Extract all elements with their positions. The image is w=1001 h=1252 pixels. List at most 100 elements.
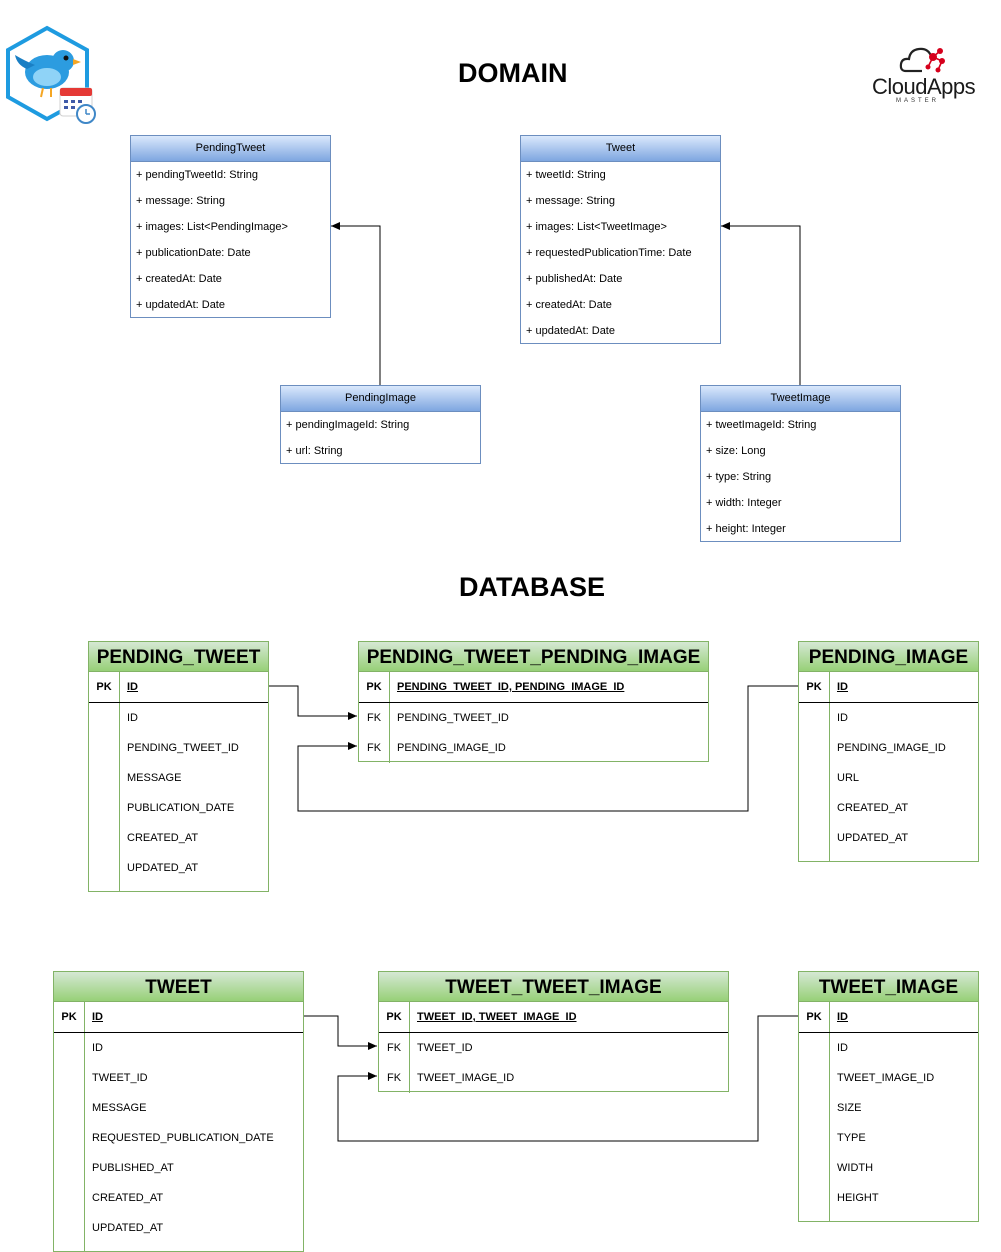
er-table-name: PENDING_TWEET_PENDING_IMAGE	[359, 642, 708, 672]
er-key-label	[799, 703, 830, 733]
pending-image-id-fk-link	[297, 685, 798, 812]
pendingimage-to-pendingtweet-link	[331, 222, 381, 385]
er-column-name: URL	[837, 772, 860, 784]
er-key-column	[54, 1243, 85, 1251]
app-logo	[6, 25, 96, 124]
er-key-label	[799, 1063, 830, 1093]
er-key-label: FK	[359, 733, 390, 763]
cloud-network-icon	[899, 47, 945, 73]
uml-attribute: + width: Integer	[706, 497, 782, 509]
er-row: ID	[54, 1033, 303, 1063]
uml-class-tweet: Tweet + tweetId: String + message: Strin…	[520, 135, 721, 344]
uml-attribute: + type: String	[706, 471, 772, 483]
er-column-name: ID	[127, 681, 138, 693]
er-row: REQUESTED_PUBLICATION_DATE	[54, 1123, 303, 1153]
er-column-name: CREATED_AT	[92, 1192, 164, 1204]
er-key-label	[89, 733, 120, 763]
er-pk-row: PK ID	[89, 672, 268, 703]
uml-attribute: + requestedPublicationTime: Date	[526, 247, 692, 259]
uml-attribute: + size: Long	[706, 445, 766, 457]
er-column-name: ID	[92, 1011, 103, 1023]
er-pk-row: PK ID	[799, 1002, 978, 1033]
er-key-label	[799, 733, 830, 763]
er-column-name: ID	[837, 681, 848, 693]
er-column-name: WIDTH	[837, 1162, 874, 1174]
er-row: MESSAGE	[54, 1093, 303, 1123]
er-column-name: MESSAGE	[127, 772, 182, 784]
er-row: PUBLICATION_DATE	[89, 793, 268, 823]
er-key-label	[799, 1093, 830, 1123]
er-row: PENDING_IMAGE_ID	[799, 733, 978, 763]
er-column-name: PENDING_TWEET_ID	[127, 742, 239, 754]
er-key-label: FK	[379, 1033, 410, 1063]
er-key-label: PK	[54, 1002, 85, 1032]
database-title: DATABASE	[459, 572, 605, 602]
er-column-name: ID	[837, 1042, 848, 1054]
er-column-name: PENDING_IMAGE_ID	[397, 742, 506, 754]
er-row: HEIGHT	[799, 1183, 978, 1213]
er-column-name: ID	[92, 1042, 103, 1054]
brand-tagline: MASTER	[896, 98, 940, 104]
er-key-label	[799, 1033, 830, 1063]
er-key-label	[54, 1183, 85, 1213]
pending-tweet-id-fk-link	[268, 685, 357, 720]
er-column-name: TWEET_ID	[417, 1042, 473, 1054]
er-column-name: CREATED_AT	[127, 832, 199, 844]
uml-class-pendingtweet: PendingTweet + pendingTweetId: String + …	[130, 135, 331, 318]
brand-name: CloudApps	[872, 74, 976, 99]
uml-attribute: + publishedAt: Date	[526, 273, 623, 285]
er-table-name: TWEET_IMAGE	[799, 972, 978, 1002]
uml-attribute: + images: List<TweetImage>	[526, 221, 667, 233]
er-row: UPDATED_AT	[799, 823, 978, 853]
uml-attribute: + tweetId: String	[526, 169, 606, 181]
er-key-label	[54, 1153, 85, 1183]
er-key-label	[799, 1153, 830, 1183]
er-key-label: PK	[799, 1002, 830, 1032]
uml-attribute: + url: String	[286, 445, 343, 457]
er-row: TWEET_ID	[54, 1063, 303, 1093]
er-key-column	[799, 853, 830, 861]
er-table-pending-tweet-pending-image: PENDING_TWEET_PENDING_IMAGE PK PENDING_T…	[358, 641, 709, 763]
er-table-name: TWEET_TWEET_IMAGE	[379, 972, 728, 1002]
er-row: PUBLISHED_AT	[54, 1153, 303, 1183]
uml-attribute: + message: String	[526, 195, 615, 207]
er-row: UPDATED_AT	[54, 1213, 303, 1243]
tweetimage-to-tweet-link	[721, 222, 801, 385]
er-row: SIZE	[799, 1093, 978, 1123]
er-key-label: PK	[799, 672, 830, 702]
er-row: ID	[799, 703, 978, 733]
uml-class-tweetimage: TweetImage + tweetImageId: String + size…	[700, 385, 901, 542]
er-column-name: TWEET_ID	[92, 1072, 148, 1084]
er-pk-row: PK TWEET_ID, TWEET_IMAGE_ID	[379, 1002, 728, 1033]
uml-attribute: + height: Integer	[706, 523, 786, 535]
uml-attribute: + tweetImageId: String	[706, 419, 817, 431]
er-key-label	[89, 793, 120, 823]
er-column-name: TYPE	[837, 1132, 866, 1144]
er-row: ID	[799, 1033, 978, 1063]
er-table-tweet-image: TWEET_IMAGE PK ID ID TWEET_IMAGE_ID SIZE…	[798, 971, 979, 1222]
er-table-name: TWEET	[54, 972, 303, 1002]
uml-attribute: + message: String	[136, 195, 225, 207]
er-column-name: PENDING_TWEET_ID, PENDING_IMAGE_ID	[397, 681, 625, 693]
er-column-name: PUBLISHED_AT	[92, 1162, 174, 1174]
er-key-label	[799, 763, 830, 793]
er-column-name: PENDING_IMAGE_ID	[837, 742, 946, 754]
tweet-id-fk-link	[303, 1015, 377, 1050]
er-row: FK PENDING_IMAGE_ID	[359, 733, 708, 763]
er-table-name: PENDING_TWEET	[89, 642, 268, 672]
er-key-label	[54, 1033, 85, 1063]
er-filler	[54, 1243, 303, 1251]
er-pk-row: PK ID	[54, 1002, 303, 1033]
uml-class-pendingimage: PendingImage + pendingImageId: String + …	[280, 385, 481, 464]
er-row: CREATED_AT	[799, 793, 978, 823]
er-key-label	[54, 1213, 85, 1243]
er-column-name: REQUESTED_PUBLICATION_DATE	[92, 1132, 274, 1144]
er-key-column	[799, 1213, 830, 1221]
uml-attribute: + updatedAt: Date	[136, 299, 225, 311]
uml-class-name: PendingTweet	[131, 136, 330, 162]
er-key-label	[799, 823, 830, 853]
uml-attribute: + publicationDate: Date	[136, 247, 251, 259]
er-column-name: HEIGHT	[837, 1192, 879, 1204]
